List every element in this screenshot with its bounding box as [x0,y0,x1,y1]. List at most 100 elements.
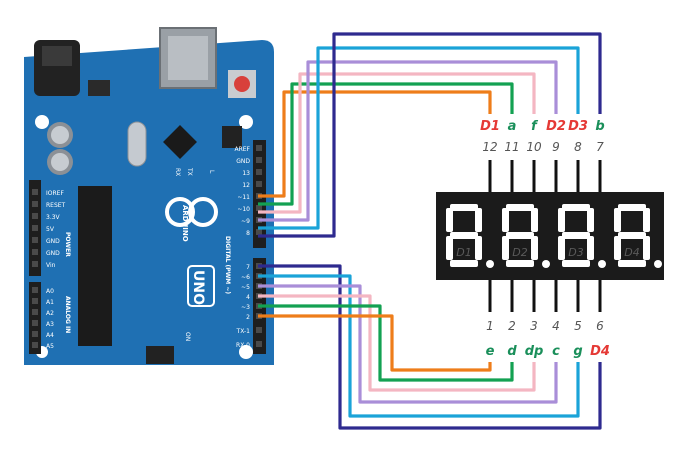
decimal-point [486,260,494,268]
top-pin-number: 8 [574,140,582,154]
wire-green-bottom [258,304,514,382]
digital-pin-label: RX-0 [236,342,250,349]
wire-orange-bottom [258,314,492,372]
arduino-logo [165,197,218,227]
wire-orange-top [258,90,492,198]
analog-header-label: ANALOG IN [64,296,71,333]
power-header-label: POWER [64,232,71,257]
header-socket [256,145,262,151]
bottom-pin-name: e [486,344,495,359]
decimal-point [598,260,606,268]
segment [502,208,509,232]
power-pin-label: GND [46,250,60,257]
tx-led-label: TX [186,167,193,176]
power-pin-label: GND [46,238,60,245]
digit-label: D3 [568,246,583,259]
mounting-hole [239,345,253,359]
segment [643,236,650,260]
digital-pin-label: 4 [246,294,250,301]
digit-2 [502,204,550,268]
wire-pink-bottom [258,294,536,392]
bottom-pin-number: 6 [596,319,604,333]
decimal-point [654,260,662,268]
mounting-hole [35,115,49,129]
capacitor-top [51,126,69,144]
bottom-pin-number: 3 [530,319,538,333]
display-digits [446,204,662,268]
top-pin-number: 9 [552,140,560,154]
wire-pink-top [258,72,536,214]
header-socket [32,298,38,304]
segment [446,208,453,232]
bottom-pin-name: g [573,344,582,359]
brand-label: ARDUINO [181,205,189,242]
header-socket [32,237,38,243]
power-pin-label: Vin [46,262,56,269]
digital-pin-label: 2 [246,314,250,321]
bottom-pin-number: 5 [574,319,582,333]
segment [614,236,621,260]
decimal-point [542,260,550,268]
digital-pin-label: ~5 [241,284,250,291]
header-socket [256,169,262,175]
atmega-chip [78,186,112,346]
wire-green-top [258,82,514,206]
wire-blue-bottom [258,274,580,418]
bottom-pin-number: 4 [552,319,560,333]
reset-button-cap[interactable] [234,76,250,92]
power-pin-label: RESET [46,202,66,209]
analog-pin-label: A0 [46,288,54,295]
arduino-board: ARDUINO UNO DIGITAL (PWM ~) RX TX L ON P… [24,27,274,365]
digit-label: D1 [456,246,471,259]
top-pin-name: b [595,119,604,134]
on-led-label: ON [184,332,191,341]
model-label: UNO [190,270,206,305]
header-socket [32,261,38,267]
segment [475,208,482,232]
usb-connector-face [168,36,208,80]
digital-pin-label: ~10 [237,206,250,213]
digital-pin-label: 7 [246,264,250,271]
digital-header-label: DIGITAL (PWM ~) [224,236,231,294]
digit-4 [614,204,662,268]
segment [562,260,590,267]
power-pin-label: IOREF [46,190,64,197]
header-socket [32,309,38,315]
header-socket [256,327,262,333]
digital-pin-label: AREF [234,146,250,153]
top-pin-name: D2 [546,119,566,134]
segment [450,204,478,211]
header-socket [32,201,38,207]
digital-pin-label: 12 [242,182,250,189]
bottom-pin-name: D4 [590,344,610,359]
top-pin-name: a [508,119,517,134]
top-pin-number: 12 [482,140,497,154]
wires [258,32,602,430]
digital-pin-label: ~6 [241,274,250,281]
segment [618,204,646,211]
top-pin-number: 11 [504,140,519,154]
segment [562,204,590,211]
wire-navy-top [258,32,602,238]
segment [506,232,534,239]
segment [506,260,534,267]
bottom-pin-number: 2 [508,319,516,333]
header-socket [32,287,38,293]
wire-purple-top [258,60,558,222]
bottom-pin-name: c [552,344,560,359]
icsp-header-bottom [146,346,174,364]
digital-pin-label: ~3 [241,304,250,311]
segment [614,208,621,232]
header-socket [256,341,262,347]
digital-pin-label: ~11 [237,194,250,201]
mounting-hole [239,115,253,129]
segment [558,208,565,232]
power-jack-inner [42,46,72,66]
top-pin-name: D1 [480,119,500,134]
analog-pin-label: A3 [46,321,54,328]
